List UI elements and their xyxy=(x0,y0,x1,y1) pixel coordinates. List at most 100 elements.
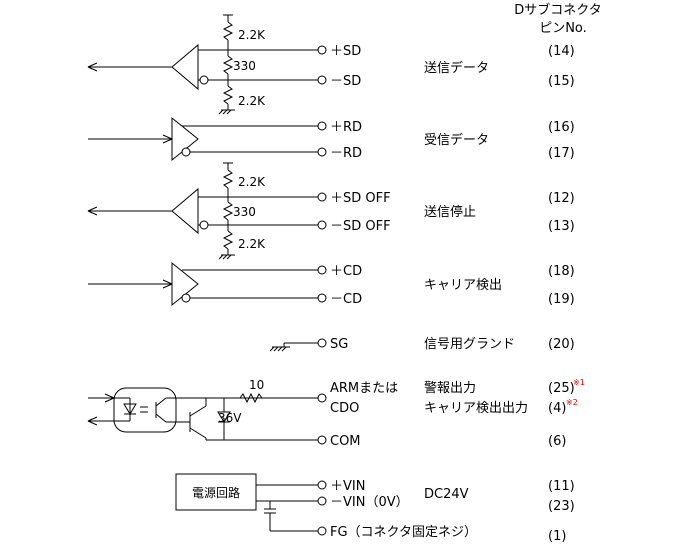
pin-number: (20) xyxy=(548,337,575,352)
arrow-left-icon xyxy=(87,416,98,426)
ground-icon xyxy=(218,109,235,115)
rd-receiver-block xyxy=(88,116,318,162)
inverter-bubble-icon xyxy=(199,75,209,85)
resistor-icon xyxy=(239,392,263,404)
terminal-name: ＋CD xyxy=(330,264,362,279)
pin-number: (19) xyxy=(548,292,575,307)
ground-icon xyxy=(269,346,290,352)
inverter-bubble-icon xyxy=(199,220,209,230)
signal-name: 警報出力 xyxy=(424,380,476,396)
alarm-output-block: 36V 10 xyxy=(87,378,318,441)
signal-name: キャリア検出 xyxy=(424,278,502,293)
pin-number: (17) xyxy=(548,146,575,161)
header-line-1: Dサブコネクタ xyxy=(514,2,602,18)
resistor-icon xyxy=(222,85,234,105)
termination-label: 330 xyxy=(233,59,256,73)
terminal-icon xyxy=(317,526,327,536)
terminal-name: －RD xyxy=(330,146,362,161)
pin-numbers: (14) (15) (16) (17) (12) (13) (18) (19) … xyxy=(548,44,585,544)
arrow-right-icon xyxy=(162,279,173,289)
terminal-name: COM xyxy=(330,434,361,449)
terminal-icon xyxy=(317,496,327,506)
led-icon xyxy=(123,403,137,415)
resistor-icon xyxy=(222,55,234,75)
arrow-left-icon xyxy=(87,206,98,216)
pin-number: (13) xyxy=(548,219,575,234)
terminal-icon xyxy=(317,121,327,131)
signal-name: キャリア検出出力 xyxy=(424,401,528,416)
signal-name: 信号用グランド xyxy=(424,337,515,352)
inverter-bubble-icon xyxy=(181,147,191,157)
pin-number: (15) xyxy=(548,74,575,89)
cd-receiver-block xyxy=(88,261,318,307)
termination-label: 330 xyxy=(233,205,256,219)
terminal-name: FG（コネクタ固定ネジ） xyxy=(330,525,477,540)
resistor-icon xyxy=(222,169,234,189)
terminal-name: ＋SD xyxy=(330,44,361,59)
pulldown-label: 2.2K xyxy=(238,94,266,108)
sd-off-driver-block: 2.2K 330 2.2K xyxy=(87,162,318,260)
resistor-icon xyxy=(222,230,234,250)
terminal-name: CDO xyxy=(330,401,359,416)
terminal-circles xyxy=(317,45,327,536)
terminal-names: ＋SD －SD ＋RD －RD ＋SD OFF －SD OFF ＋CD －CD … xyxy=(330,44,477,540)
pin-number: (14) xyxy=(548,44,575,59)
terminal-icon xyxy=(317,293,327,303)
pin-number: (16) xyxy=(548,120,575,135)
pin-number: (23) xyxy=(548,499,575,514)
zener-label: 36V xyxy=(218,411,242,425)
signal-names: 送信データ 受信データ 送信停止 キャリア検出 信号用グランド 警報出力 キャリ… xyxy=(424,60,528,502)
terminal-name: ＋RD xyxy=(330,120,362,135)
pin-number: (11) xyxy=(548,479,575,494)
terminal-name: －SD xyxy=(330,74,361,89)
power-block-label: 電源回路 xyxy=(192,485,240,500)
pulldown-label: 2.2K xyxy=(238,237,266,251)
signal-name: 送信停止 xyxy=(424,204,476,220)
terminal-icon xyxy=(317,480,327,490)
terminal-icon xyxy=(317,393,327,403)
resistor-icon xyxy=(222,21,234,41)
terminal-icon xyxy=(317,75,327,85)
terminal-icon xyxy=(317,265,327,275)
terminal-icon xyxy=(317,147,327,157)
photocoupler-icon xyxy=(113,387,177,433)
pin-number: (6) xyxy=(548,434,566,449)
zener-diode-icon xyxy=(217,411,231,423)
signal-name: 送信データ xyxy=(424,60,489,76)
pullup-label: 2.2K xyxy=(238,28,266,42)
resistor-icon xyxy=(222,201,234,221)
pin-number: (1) xyxy=(548,529,566,544)
sd-driver-block: 2.2K 330 2.2K xyxy=(87,14,318,115)
sg-block xyxy=(269,342,318,352)
terminal-name: －SD OFF xyxy=(330,219,391,234)
arrow-right-icon xyxy=(104,393,115,403)
driver-buffer-icon xyxy=(171,187,199,235)
pullup-label: 2.2K xyxy=(238,175,266,189)
pin-number: (25) xyxy=(548,381,575,396)
note-marker: ※1 xyxy=(573,378,585,387)
header-line-2: ピンNo. xyxy=(539,21,587,36)
arrow-right-icon xyxy=(162,134,173,144)
arm-resistor-label: 10 xyxy=(249,378,264,392)
driver-buffer-icon xyxy=(171,43,199,91)
terminal-name: －CD xyxy=(330,292,362,307)
terminal-icon xyxy=(317,220,327,230)
terminal-icon xyxy=(317,192,327,202)
terminal-name: ＋SD OFF xyxy=(330,191,391,206)
power-circuit-box xyxy=(175,473,257,511)
terminal-name: ＋VIN xyxy=(330,479,365,494)
terminal-name: －VIN（0V） xyxy=(330,495,409,510)
pin-number: (12) xyxy=(548,191,575,206)
pin-number: (18) xyxy=(548,264,575,279)
note-marker: ※2 xyxy=(566,398,578,407)
signal-name: 受信データ xyxy=(424,132,489,148)
terminal-name: ARMまたは xyxy=(330,381,398,396)
terminal-icon xyxy=(317,435,327,445)
power-block: 電源回路 xyxy=(175,473,318,532)
signal-name: DC24V xyxy=(424,487,469,502)
arrow-left-icon xyxy=(87,62,98,72)
ground-icon xyxy=(218,254,235,260)
inverter-bubble-icon xyxy=(181,293,191,303)
terminal-icon xyxy=(317,338,327,348)
pin-number: (4) xyxy=(548,401,566,416)
